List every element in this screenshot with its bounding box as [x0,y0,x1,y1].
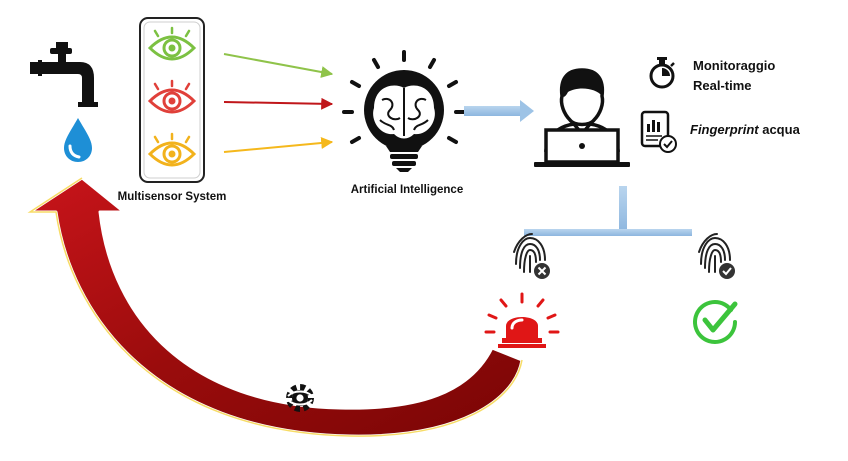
monitoring-label-line1: Monitoraggio [693,58,775,73]
gear-icon [286,384,314,412]
feedback-arrow [27,176,524,438]
yellow-eye-icon [147,132,197,167]
green-eye-icon [147,26,197,61]
fingerprint-check-icon [698,233,735,279]
multisensor-label: Multisensor System [118,191,227,203]
branch-connector [524,186,692,236]
yellow-arrow [223,137,334,153]
fingerprint-x-icon [513,233,550,279]
water-drop-icon [64,118,92,162]
monitoring-label-line2: Real-time [693,78,752,93]
red-arrow [223,97,334,110]
green-arrow [223,53,334,78]
ai-to-user-arrow [464,100,534,122]
ai-label: Artificial Intelligence [351,184,463,196]
check-circle-icon [693,300,738,344]
brain-bulb-icon [342,50,466,172]
water-tap-icon [30,42,98,107]
stopwatch-icon [649,57,675,89]
alarm-siren-icon [484,292,560,348]
user-laptop-icon [534,68,630,167]
fingerprint-label: Fingerprint acqua [690,122,801,137]
fingerprint-label-rest: acqua [759,122,801,137]
report-check-icon [640,110,677,153]
red-eye-icon [147,79,197,114]
fingerprint-label-em: Fingerprint [690,122,759,137]
